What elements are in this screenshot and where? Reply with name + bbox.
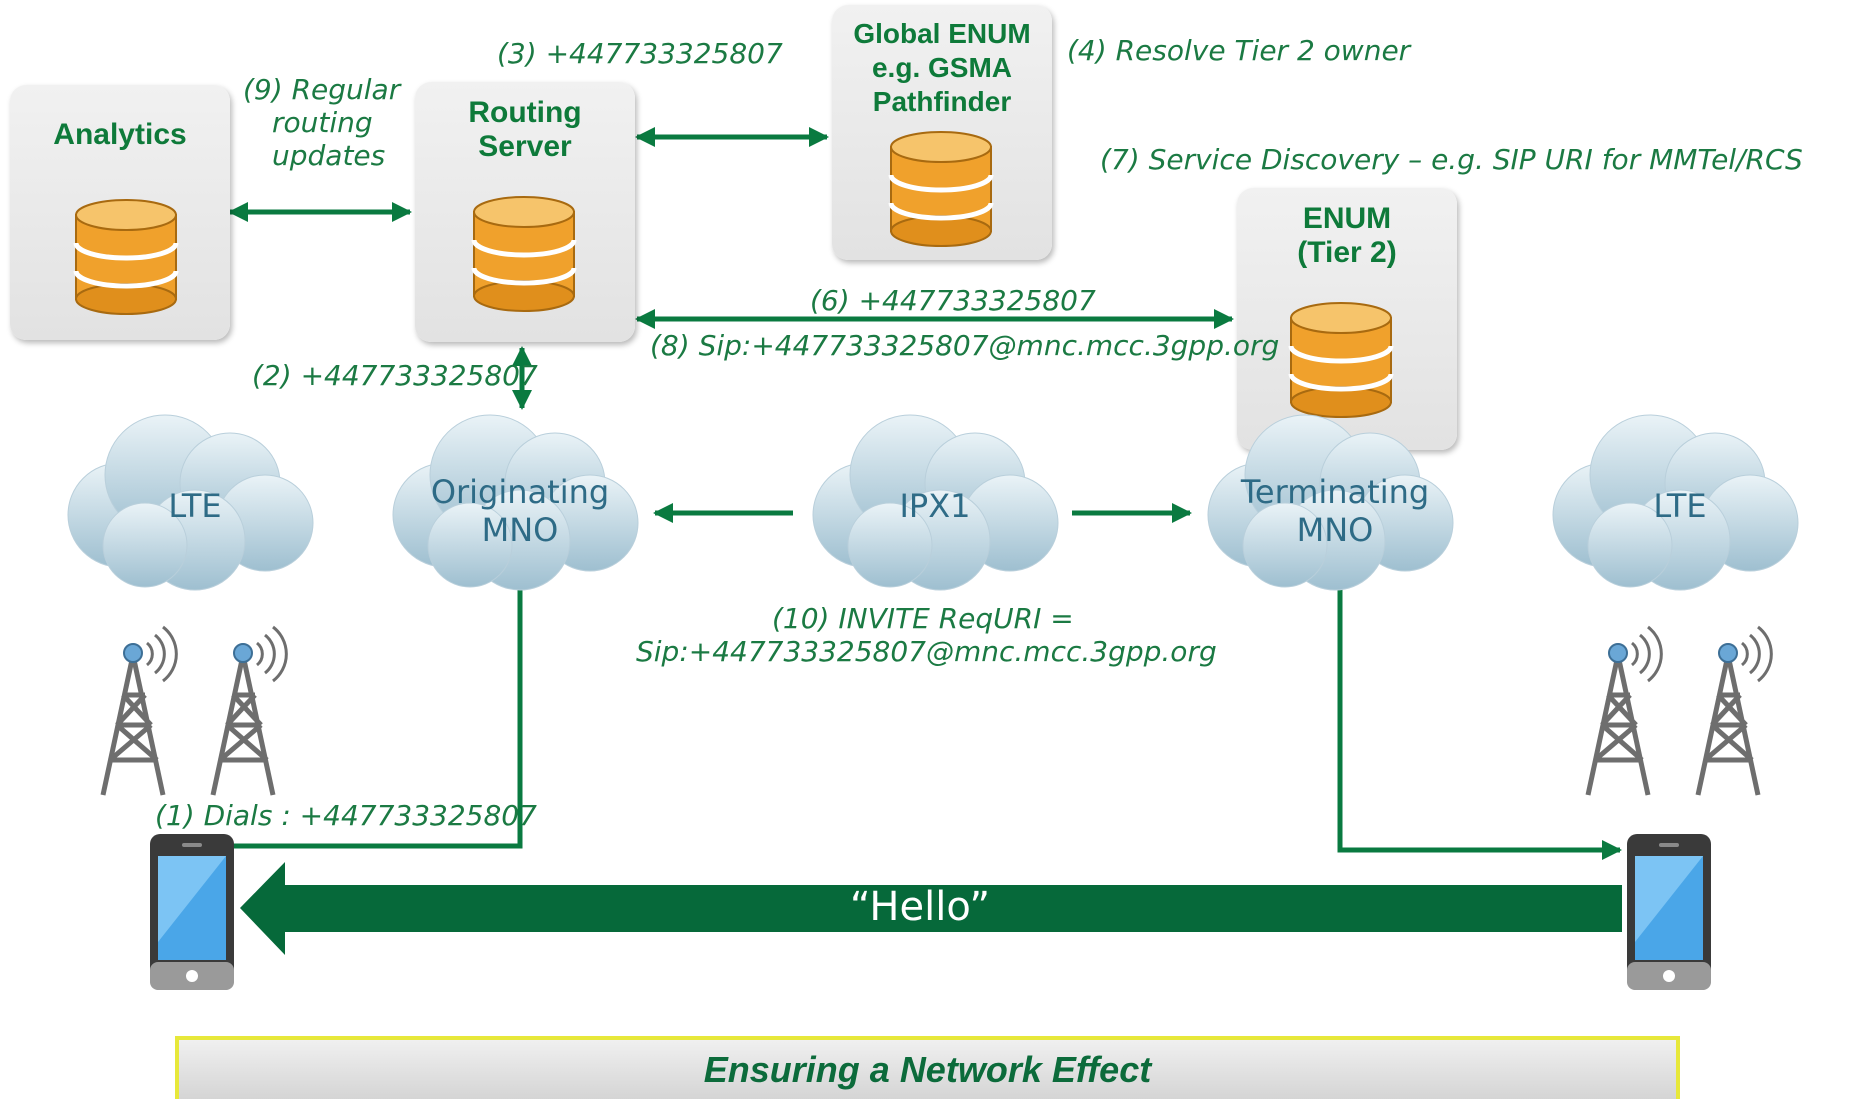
smartphone-icon (150, 834, 234, 990)
routing-server-box: Routing Server (415, 82, 635, 342)
enum-tier2-title-line1: ENUM (1302, 202, 1392, 235)
step9-label-line3: updates (272, 139, 386, 172)
cloud-lte-right-label: LTE (1653, 487, 1707, 525)
cloud-icon (1207, 414, 1454, 591)
cloud-icon (392, 414, 639, 591)
step9-label-line2: routing (272, 106, 373, 139)
phone-originating-path (228, 560, 530, 849)
cloud-icon (67, 414, 314, 591)
step4-label: (4) Resolve Tier 2 owner (1067, 34, 1411, 67)
database-icon (73, 199, 179, 315)
step6-label: (6) +447733325807 (810, 284, 1096, 317)
cloud-originating-line1: Originating (430, 473, 610, 511)
routing-title-line2: Server (478, 130, 572, 163)
cloud-ipx-label: IPX1 (899, 487, 971, 525)
step10-label-line1: (10) INVITE ReqURI = (772, 602, 1074, 635)
cell-tower-icon (1695, 625, 1773, 796)
cloud-icon (1552, 414, 1799, 591)
step3-label: (3) +447733325807 (497, 37, 783, 70)
step2-label: (2) +447733325807 (252, 359, 538, 392)
footer-title: Ensuring a Network Effect (703, 1049, 1152, 1090)
global-enum-title-line2: e.g. GSMA (871, 52, 1012, 83)
step8-label: (8) Sip:+447733325807@mnc.mcc.3gpp.org (650, 329, 1280, 362)
cell-tower-icon (100, 625, 178, 796)
step7-label: (7) Service Discovery – e.g. SIP URI for… (1100, 143, 1803, 176)
step1-label: (1) Dials : +447733325807 (155, 799, 537, 832)
cell-tower-icon (1585, 625, 1663, 796)
hello-arrow (240, 862, 1622, 955)
cloud-lte-left-label: LTE (168, 487, 222, 525)
cloud-terminating-line1: Terminating (1240, 473, 1430, 511)
terminating-phone-path (1337, 578, 1622, 860)
routing-title-line1: Routing (468, 96, 582, 129)
cloud-originating-line2: MNO (481, 511, 559, 549)
enum-tier2-title-line2: (Tier 2) (1297, 236, 1397, 269)
step9-label-line1: (9) Regular (243, 73, 401, 106)
cloud-icon (812, 414, 1059, 591)
database-icon (471, 196, 577, 312)
cell-tower-icon (210, 625, 288, 796)
hello-message: “Hello” (849, 884, 991, 930)
cloud-terminating-line2: MNO (1296, 511, 1374, 549)
footer-banner: Ensuring a Network Effect (175, 1036, 1680, 1099)
database-icon (888, 131, 994, 247)
smartphone-icon (1627, 834, 1711, 990)
analytics-box: Analytics (10, 85, 230, 340)
enum-tier2-box: ENUM (Tier 2) (1237, 188, 1457, 450)
step10-label-line2: Sip:+447733325807@mnc.mcc.3gpp.org (636, 635, 1217, 668)
global-enum-title-line1: Global ENUM (853, 18, 1031, 49)
analytics-title: Analytics (53, 118, 187, 151)
database-icon (1288, 302, 1394, 418)
global-enum-box: Global ENUM e.g. GSMA Pathfinder (832, 5, 1052, 260)
global-enum-title-line3: Pathfinder (872, 86, 1012, 117)
